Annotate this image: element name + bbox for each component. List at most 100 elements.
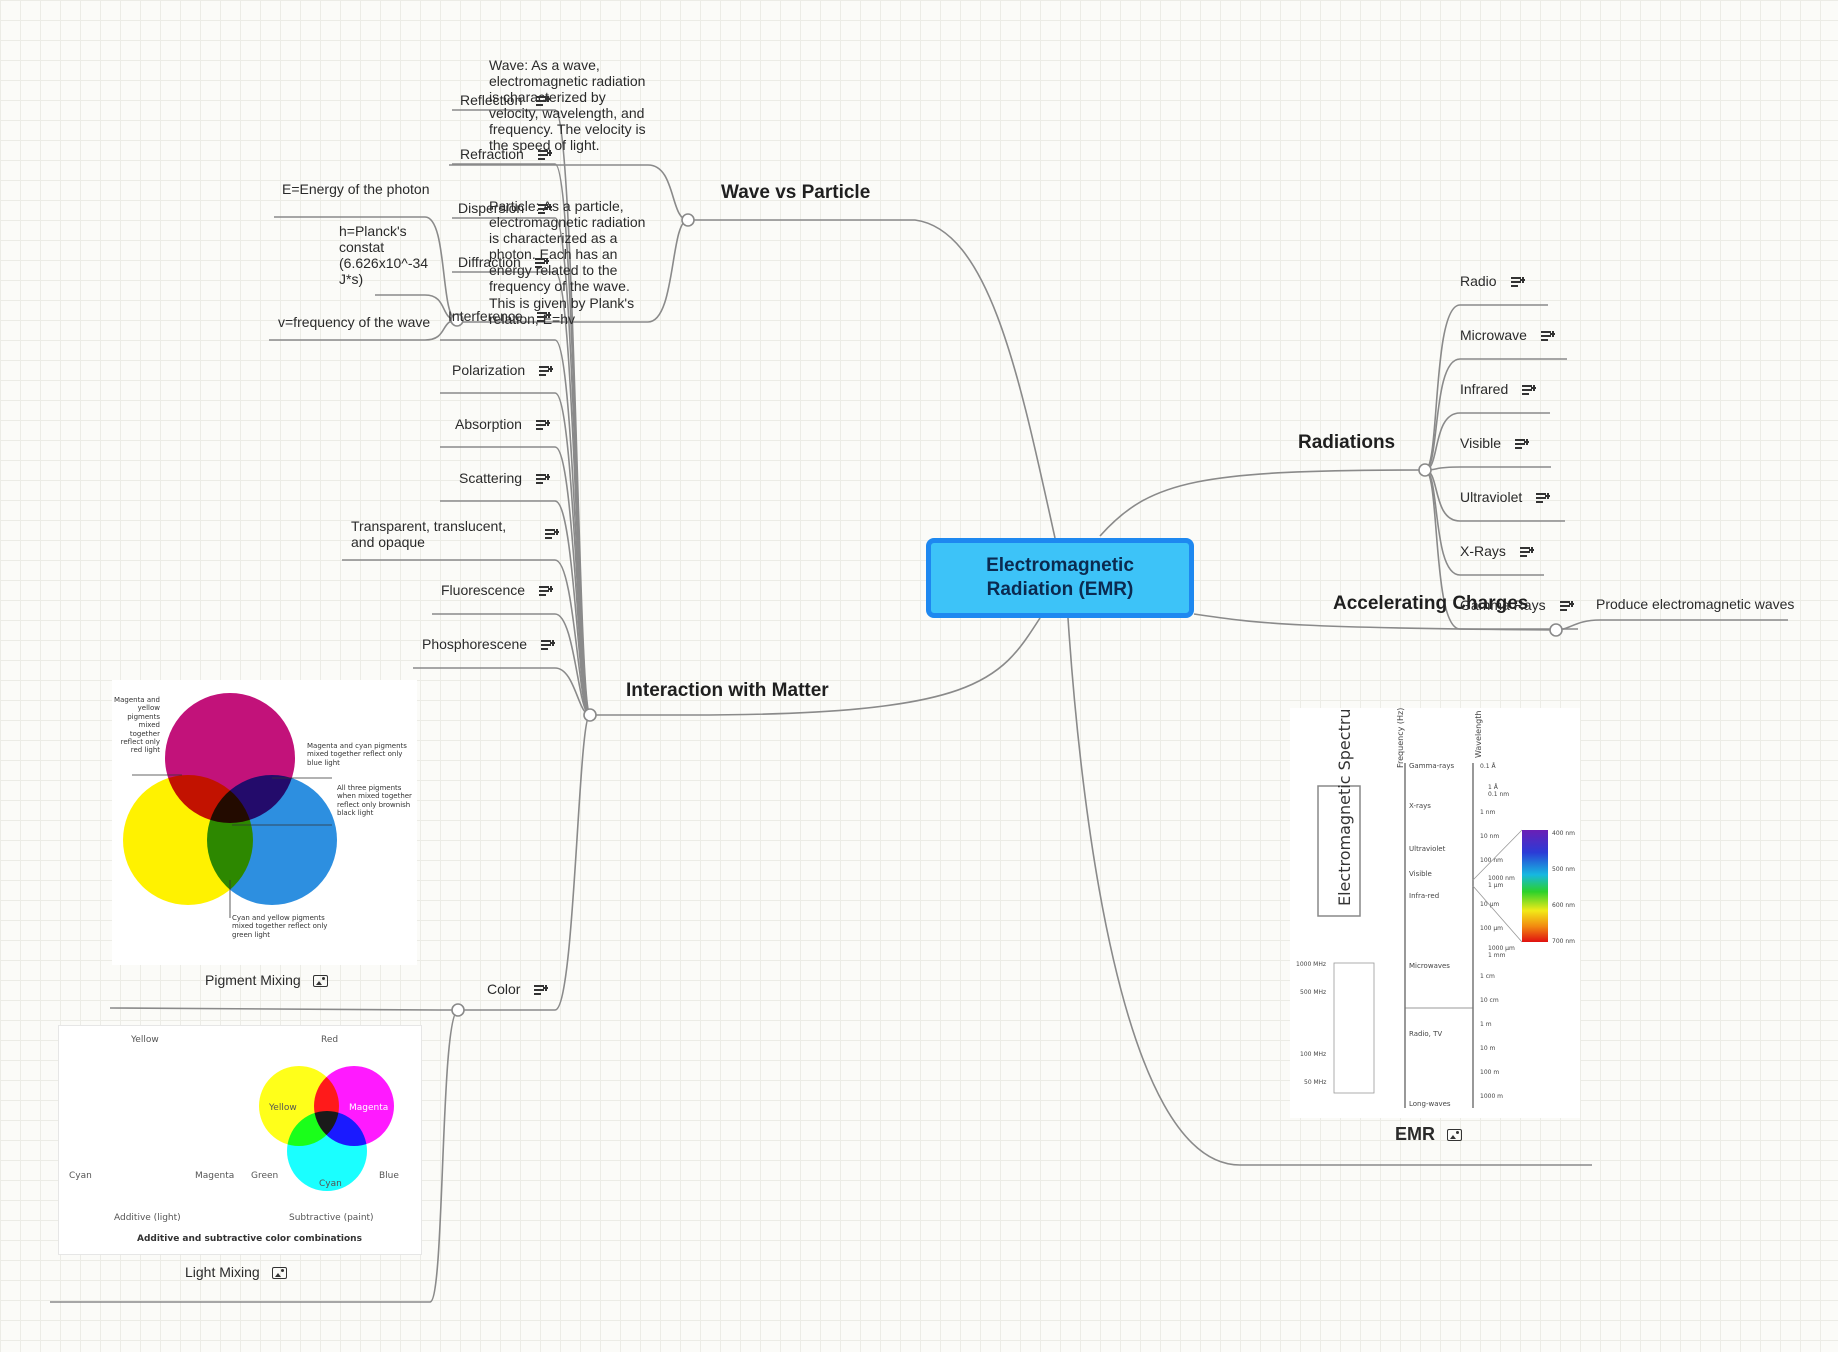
wavelength-tick: 1000 m: [1480, 1093, 1503, 1100]
notes-icon[interactable]: [539, 365, 554, 377]
notes-icon[interactable]: [1559, 600, 1574, 612]
wavelength-axis-label: Wavelength: [1474, 711, 1483, 758]
item-color[interactable]: Color: [487, 981, 549, 997]
notes-icon[interactable]: [534, 257, 549, 269]
additive-label: Red: [177, 1103, 194, 1113]
wavelength-tick: 1 cm: [1480, 973, 1495, 980]
radiation-x-rays[interactable]: X-Rays: [1460, 543, 1534, 559]
subtractive-label: Blue: [379, 1171, 399, 1181]
pigment-mixing-image[interactable]: Magenta and yellow pigments mixed togeth…: [112, 680, 417, 965]
item-label: Interference: [448, 308, 523, 324]
caption-text: Light Mixing: [185, 1264, 260, 1280]
central-topic[interactable]: Electromagnetic Radiation (EMR): [926, 538, 1194, 618]
item-label: Phosphorescene: [422, 636, 528, 652]
item-reflection[interactable]: Reflection: [460, 92, 551, 108]
item-interference[interactable]: Interference: [448, 308, 551, 324]
notes-icon[interactable]: [537, 149, 552, 161]
formula-term-energy[interactable]: E=Energy of the photon: [282, 181, 430, 197]
topic-interaction-with-matter[interactable]: Interaction with Matter: [626, 680, 829, 701]
notes-icon[interactable]: [536, 311, 551, 323]
mhz-tick: 1000 MHz: [1296, 961, 1326, 968]
radiation-visible[interactable]: Visible: [1460, 435, 1529, 451]
item-label: Visible: [1460, 435, 1501, 451]
band-label: Gamma-rays: [1409, 762, 1454, 770]
item-label: Scattering: [459, 470, 523, 486]
notes-icon[interactable]: [1519, 546, 1534, 558]
notes-icon[interactable]: [1522, 384, 1537, 396]
item-phosphorescene[interactable]: Phosphorescene: [422, 636, 556, 652]
image-icon[interactable]: [1447, 1129, 1462, 1142]
wavelength-tick: 1 mm: [1488, 952, 1506, 959]
additive-label: Yellow: [130, 1035, 159, 1045]
item-absorption[interactable]: Absorption: [455, 416, 550, 432]
topic-wave-vs-particle[interactable]: Wave vs Particle: [721, 182, 871, 203]
wavelength-tick: 1 Å: [1488, 784, 1499, 791]
item-label: Transparent, translucent, and opaque: [351, 518, 507, 551]
wavelength-tick: 1 μm: [1488, 882, 1504, 889]
image-icon[interactable]: [312, 975, 328, 988]
pigment-note-magenta-cyan: Magenta and cyan pigments mixed together…: [307, 742, 407, 767]
notes-icon[interactable]: [538, 203, 553, 215]
wavelength-tick: 1 nm: [1480, 809, 1496, 816]
visible-tick: 400 nm: [1552, 830, 1575, 837]
pigment-image-caption[interactable]: Pigment Mixing: [205, 972, 328, 988]
mhz-tick: 50 MHz: [1304, 1079, 1326, 1086]
radiation-microwave[interactable]: Microwave: [1460, 327, 1555, 343]
item-scattering[interactable]: Scattering: [459, 470, 551, 486]
band-label: Microwaves: [1409, 962, 1450, 970]
notes-icon[interactable]: [536, 95, 551, 107]
additive-label: Green: [89, 1103, 116, 1113]
notes-icon[interactable]: [545, 528, 559, 540]
item-diffraction[interactable]: Diffraction: [458, 254, 549, 270]
topic-radiations[interactable]: Radiations: [1298, 432, 1396, 453]
frequency-axis-label: Frequency (Hz): [1396, 708, 1405, 768]
wavelength-tick: 0.1 nm: [1488, 791, 1509, 798]
particle-note[interactable]: Particle: As a particle, electromagnetic…: [489, 198, 646, 327]
wavelength-tick: 10 nm: [1480, 833, 1499, 840]
item-transparency[interactable]: Transparent, translucent, and opaque: [351, 518, 576, 550]
formula-term-frequency[interactable]: v=frequency of the wave: [278, 314, 431, 330]
item-label: Reflection: [460, 92, 523, 108]
image-icon[interactable]: [271, 1267, 287, 1280]
visible-tick: 500 nm: [1552, 866, 1575, 873]
item-label: Ultraviolet: [1460, 489, 1523, 505]
wave-note[interactable]: Wave: As a wave, electromagnetic radiati…: [489, 57, 646, 154]
radiation-gamma-rays[interactable]: Gamma Rays: [1460, 597, 1574, 613]
wavelength-tick: 1 m: [1480, 1021, 1492, 1028]
subtractive-label: Magenta: [349, 1103, 388, 1113]
notes-icon[interactable]: [535, 419, 550, 431]
notes-icon[interactable]: [534, 984, 549, 996]
accelerating-child[interactable]: Produce electromagnetic waves: [1596, 596, 1795, 612]
subtractive-label: Green: [251, 1171, 278, 1181]
item-label: Dispersion: [458, 200, 525, 216]
radiation-radio[interactable]: Radio: [1460, 273, 1525, 289]
light-image-caption[interactable]: Light Mixing: [185, 1264, 287, 1280]
notes-icon[interactable]: [1510, 276, 1525, 288]
subtractive-label: Yellow: [268, 1103, 297, 1113]
radiation-ultraviolet[interactable]: Ultraviolet: [1460, 489, 1551, 505]
item-label: Absorption: [455, 416, 522, 432]
item-dispersion[interactable]: Dispersion: [458, 200, 553, 216]
item-polarization[interactable]: Polarization: [452, 362, 554, 378]
emr-image-caption[interactable]: EMR: [1395, 1124, 1462, 1145]
wavelength-tick: 100 μm: [1480, 925, 1503, 932]
item-refraction[interactable]: Refraction: [460, 146, 552, 162]
item-label: X-Rays: [1460, 543, 1506, 559]
wavelength-tick: 1000 nm: [1488, 875, 1515, 882]
topic-accelerating-charges[interactable]: Accelerating Charges: [1333, 593, 1529, 614]
radiation-infrared[interactable]: Infrared: [1460, 381, 1537, 397]
light-mixing-image[interactable]: Yellow Green Red Cyan Blue Magenta Red Y…: [58, 1025, 422, 1255]
notes-icon[interactable]: [541, 639, 556, 651]
item-fluorescence[interactable]: Fluorescence: [441, 582, 554, 598]
notes-icon[interactable]: [1540, 330, 1555, 342]
pigment-note-magenta-yellow: Magenta and yellow pigments mixed togeth…: [114, 696, 160, 755]
notes-icon[interactable]: [539, 585, 554, 597]
formula-term-planck[interactable]: h=Planck's constat (6.626x10^-34 J*s): [339, 223, 429, 288]
visible-tick: 600 nm: [1552, 902, 1575, 909]
notes-icon[interactable]: [536, 473, 551, 485]
wavelength-tick: 10 cm: [1480, 997, 1499, 1004]
notes-icon[interactable]: [1515, 438, 1529, 450]
notes-icon[interactable]: [1536, 492, 1551, 504]
caption-text: EMR: [1395, 1124, 1435, 1144]
emr-spectrum-image[interactable]: Electromagnetic Spectrum Frequency (Hz) …: [1290, 693, 1580, 1118]
